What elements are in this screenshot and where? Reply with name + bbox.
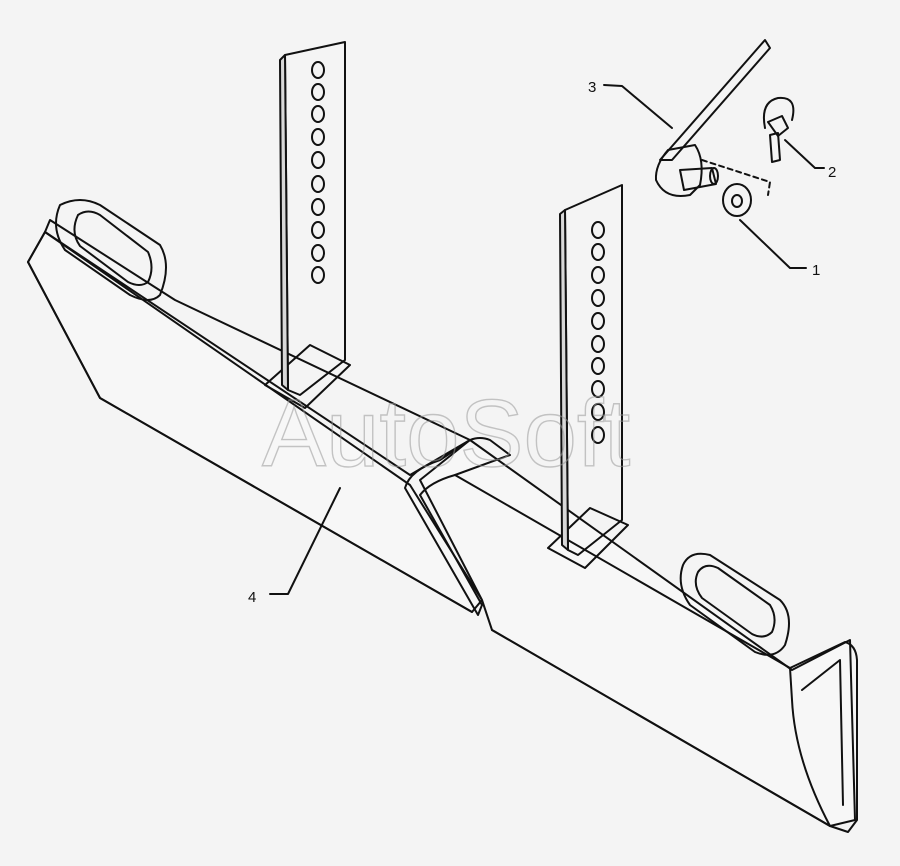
watermark: AutoSoft bbox=[262, 380, 630, 487]
left-ballast-weight bbox=[27, 199, 483, 613]
locking-pin bbox=[654, 39, 771, 197]
lynch-pin bbox=[701, 96, 795, 196]
callout-4: 4 bbox=[248, 589, 256, 606]
callout-2: 2 bbox=[828, 164, 836, 181]
right-plate-holes bbox=[591, 221, 605, 444]
left-plate-holes bbox=[311, 61, 325, 284]
leader-lines bbox=[269, 84, 825, 595]
callout-3: 3 bbox=[588, 79, 596, 96]
callout-1: 1 bbox=[812, 262, 820, 279]
left-adjustment-plate bbox=[264, 41, 351, 409]
right-adjustment-plate bbox=[547, 184, 629, 569]
washer bbox=[722, 183, 752, 217]
right-ballast-weight bbox=[404, 437, 858, 833]
